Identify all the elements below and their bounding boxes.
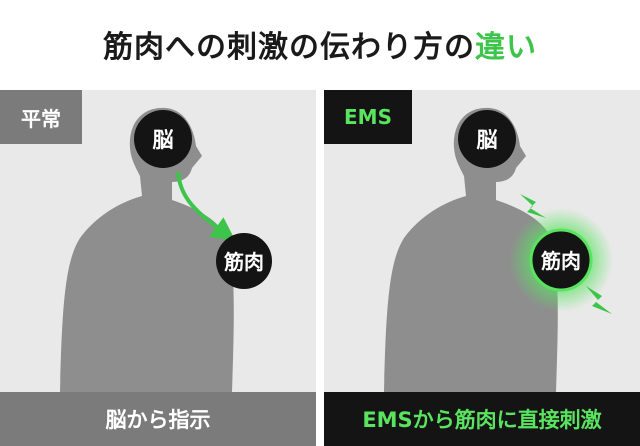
ems-illustration: 脳 筋肉	[384, 107, 613, 392]
title-main: 筋肉への刺激の伝わり方の	[103, 30, 475, 65]
title-accent: 違い	[475, 30, 537, 65]
body-silhouette	[60, 107, 234, 392]
signal-arrow	[176, 171, 236, 242]
body-silhouette	[384, 107, 558, 392]
brain-circle	[458, 110, 516, 168]
muscle-circle	[216, 233, 272, 289]
muscle-circle	[529, 228, 593, 292]
caption-ems: EMSから筋肉に直接刺激	[324, 392, 640, 446]
brain-label: 脳	[477, 128, 498, 152]
panel-ems: 脳 筋肉 EMS EMSから筋肉に直接刺激	[324, 90, 640, 446]
tag-normal: 平常	[0, 90, 82, 144]
brain-label: 脳	[153, 128, 174, 152]
normal-illustration: 脳 筋肉	[60, 107, 272, 392]
panel-normal: 脳 筋肉 平常 脳から指示	[0, 90, 316, 446]
lightning-icon	[520, 194, 546, 218]
page-title: 筋肉への刺激の伝わり方の違い	[0, 0, 640, 88]
caption-normal: 脳から指示	[0, 392, 316, 446]
muscle-label: 筋肉	[541, 249, 581, 273]
muscle-label: 筋肉	[224, 250, 264, 274]
tag-ems: EMS	[324, 90, 412, 144]
lightning-icon	[586, 286, 612, 314]
brain-circle	[134, 110, 192, 168]
